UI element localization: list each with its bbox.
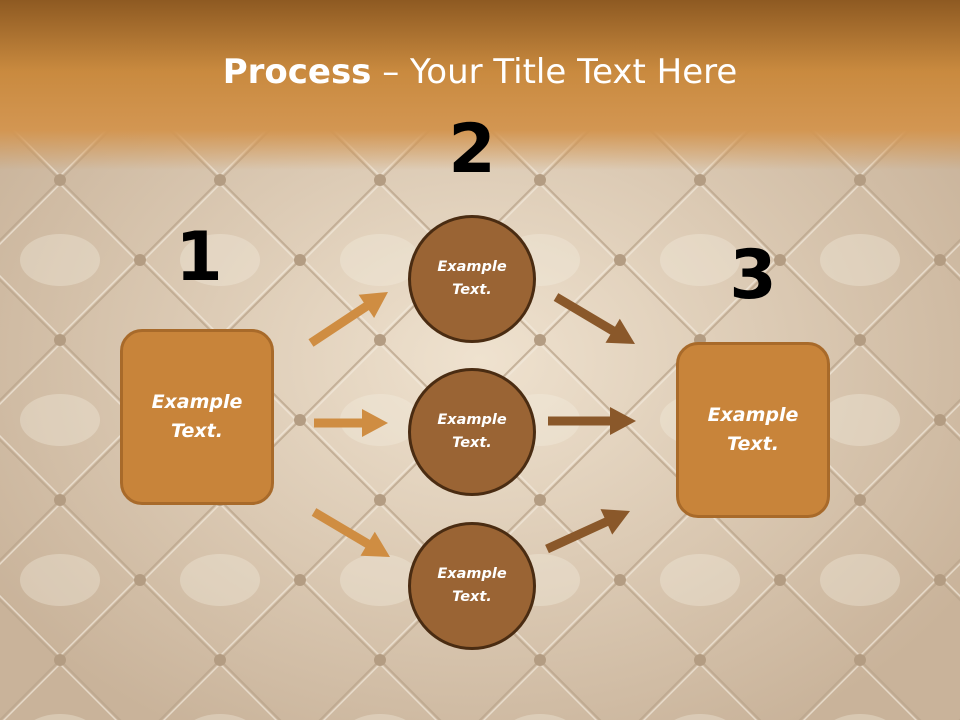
step-number-3: 3 [729,236,777,315]
title-rest: – Your Title Text Here [371,52,738,92]
step-circle-middle: Example Text. [408,368,536,496]
arrow-bottom-circle-to-box3 [545,509,630,554]
arrow-box1-to-bottom-circle [311,508,390,557]
step-box-3: Example Text. [676,342,830,518]
arrow-box1-to-top-circle [308,292,388,347]
arrow-box1-to-middle-circle [314,409,388,437]
step-box-3-text: Example Text. [707,404,799,455]
arrow-middle-circle-to-box3 [548,407,636,435]
step-circle-middle-text: Example Text. [437,412,507,451]
step-circle-top-text: Example Text. [437,259,507,298]
step-circle-bottom-text: Example Text. [437,566,507,605]
step-number-2: 2 [448,110,496,189]
step-circle-top: Example Text. [408,215,536,343]
title-bold: Process [222,52,372,92]
arrow-top-circle-to-box3 [553,293,635,344]
slide-title: Process – Your Title Text Here [0,52,960,92]
step-circle-bottom: Example Text. [408,522,536,650]
step-box-1: Example Text. [120,329,274,505]
step-number-1: 1 [175,218,223,297]
step-box-1-text: Example Text. [151,391,243,442]
